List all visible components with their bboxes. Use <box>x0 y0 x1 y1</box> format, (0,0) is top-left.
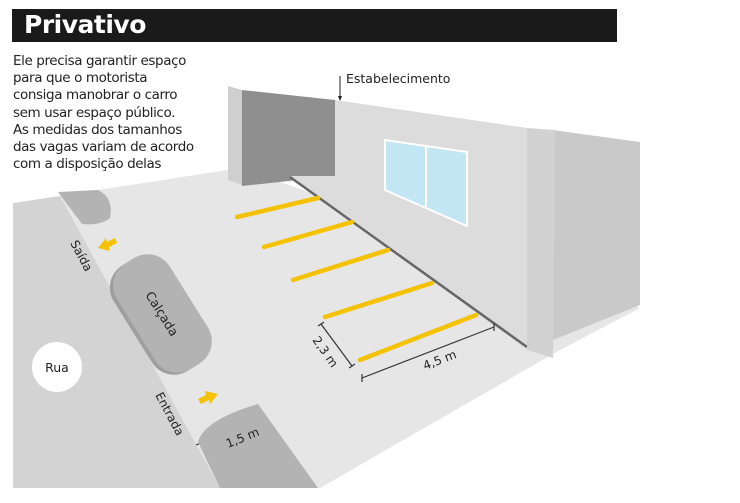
intro-line: consiga manobrar o carro <box>13 87 178 104</box>
sidewalk-island: Calçada <box>109 254 212 375</box>
stripe <box>322 280 435 320</box>
intro-line: As medidas dos tamanhos <box>13 121 182 138</box>
callout-arrowhead <box>338 96 342 101</box>
island-bottom <box>198 404 318 488</box>
back-wall <box>242 90 335 186</box>
intro-line: sem usar espaço público. <box>13 104 175 121</box>
stripe <box>234 195 321 220</box>
intro-line: com a disposição delas <box>13 156 162 173</box>
street-area <box>13 196 220 488</box>
pillar <box>527 128 555 358</box>
street-label: Rua <box>45 360 69 375</box>
entrance-arrow-icon <box>198 391 218 404</box>
stripe <box>357 312 479 363</box>
side-wall <box>553 130 640 340</box>
intro-text: Ele precisa garantir espaço para que o m… <box>13 53 213 173</box>
back-wall-side <box>228 86 242 185</box>
title-bar: Privativo <box>12 9 617 42</box>
intro-line: Ele precisa garantir espaço <box>13 53 186 69</box>
street-badge <box>32 342 82 392</box>
island-top <box>58 190 111 225</box>
page-title: Privativo <box>24 10 146 39</box>
exit-arrow-icon <box>98 238 117 251</box>
lot-floor <box>60 168 640 488</box>
stripe <box>261 219 355 250</box>
stripe <box>290 247 391 283</box>
intro-line: das vagas variam de acordo <box>13 139 194 156</box>
parking-stripes <box>234 195 479 363</box>
wall-base-line <box>289 175 528 349</box>
intro-line: para que o motorista <box>13 70 148 87</box>
establishment-label: Estabelecimento <box>346 71 450 86</box>
